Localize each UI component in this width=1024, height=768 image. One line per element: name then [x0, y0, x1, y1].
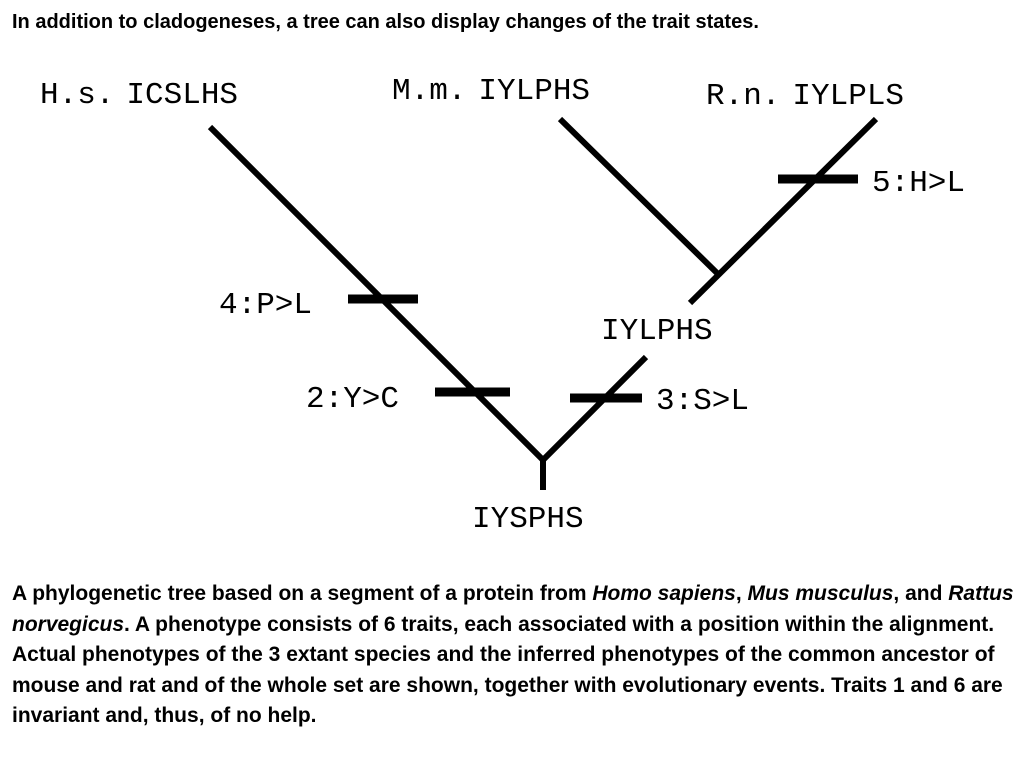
leaf-species-rn: R.n. — [706, 79, 780, 114]
leaf-phenotype-mm: IYLPHS — [478, 74, 590, 109]
ancestor-mouse-rat-label: IYLPHS — [601, 314, 713, 349]
caption-species-rattus: Rattus norvegicus — [12, 582, 1014, 636]
leaf-phenotype-hs: ICSLHS — [126, 78, 238, 113]
phylogenetic-tree: H.s.ICSLHS M.m.IYLPHS R.n.IYLPLS IYLPHS … — [40, 74, 965, 537]
leaf-phenotype-rn: IYLPLS — [792, 79, 904, 114]
leaf-label-mm: M.m. IYLPHS — [392, 74, 590, 109]
caption-text-1: A phylogenetic tree based on a segment o… — [12, 582, 593, 605]
caption-species-mus: Mus musculus — [747, 582, 894, 605]
branch-rn — [687, 116, 879, 306]
event-label-3: 3:S>L — [656, 384, 749, 419]
branch-mm — [557, 116, 721, 277]
caption-sep-1: , — [735, 582, 748, 605]
leaf-species-mm: M.m. — [392, 74, 466, 109]
root-node-label: IYSPHS — [472, 502, 584, 537]
branch-root-to-ancestor — [540, 354, 649, 463]
caption-sep-2: , and — [893, 582, 949, 605]
event-label-5: 5:H>L — [872, 166, 965, 201]
slide-heading: In addition to cladogeneses, a tree can … — [12, 11, 759, 33]
leaf-label-hs: H.s. ICSLHS — [40, 78, 238, 113]
event-label-2: 2:Y>C — [306, 382, 399, 417]
leaf-species-hs: H.s. — [40, 78, 114, 113]
event-label-4: 4:P>L — [219, 288, 312, 323]
leaf-label-rn: R.n. IYLPLS — [706, 79, 904, 114]
caption-text-2: . A phenotype consists of 6 traits, each… — [12, 612, 1003, 728]
branch-hs — [207, 124, 546, 463]
figure-caption: A phylogenetic tree based on a segment o… — [12, 579, 1017, 732]
caption-species-homo: Homo sapiens — [592, 582, 736, 605]
